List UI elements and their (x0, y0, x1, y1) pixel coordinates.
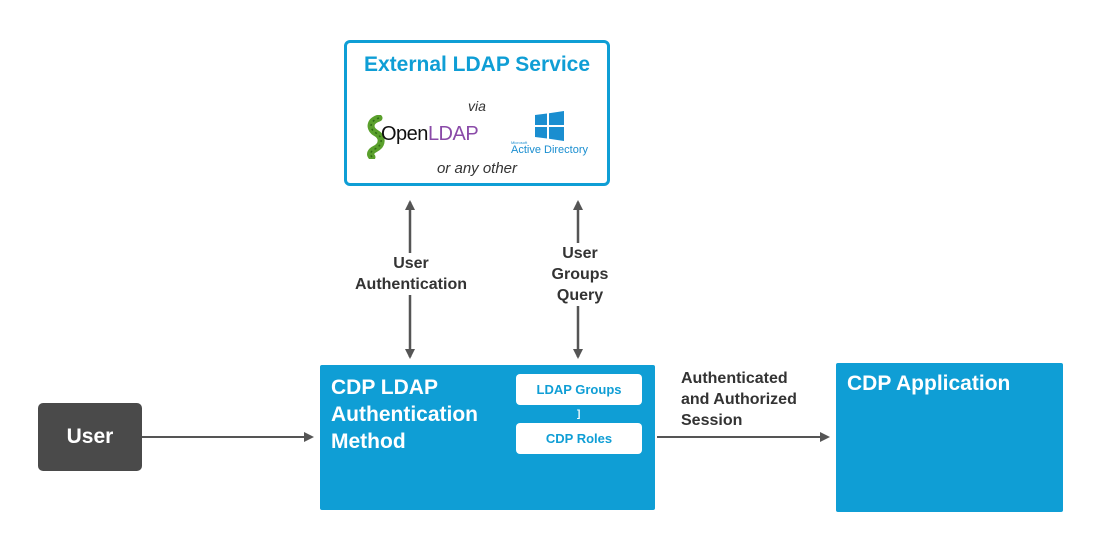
active-directory-vendor-text: Microsoft (511, 140, 528, 145)
session-label: Authenticated and Authorized Session (681, 368, 797, 431)
cdp-application-box: CDP Application (836, 363, 1063, 512)
ldap-groups-pill: LDAP Groups (516, 374, 642, 405)
user-groups-query-label: User Groups Query (538, 243, 622, 306)
active-directory-text: Active Directory (511, 144, 589, 156)
cdp-method-title: CDP LDAP Authentication Method (331, 374, 478, 455)
cdp-method-title-line2: Authentication (331, 403, 478, 426)
cdp-application-title: CDP Application (847, 372, 1011, 395)
ldap-service-title: External LDAP Service (363, 53, 591, 76)
groups-roles-connector: ] (577, 409, 581, 420)
openldap-open-text: Open (381, 123, 428, 145)
user-node: User (38, 403, 142, 471)
session-line1: Authenticated (681, 370, 788, 387)
user-groups-query-line3: Query (556, 287, 604, 304)
user-groups-query-line1: User (562, 245, 598, 262)
openldap-worm-icon (367, 115, 385, 159)
via-label: via (468, 98, 486, 114)
user-authentication-label: User Authentication (338, 253, 484, 295)
windows-icon (535, 111, 564, 141)
openldap-ldap-text: LDAP (427, 123, 479, 145)
any-other-label: or any other (436, 160, 518, 177)
user-groups-query-line2: Groups (551, 266, 609, 283)
cdp-roles-pill: CDP Roles (516, 423, 642, 454)
openldap-logo: OpenLDAP (365, 115, 479, 159)
openldap-wordmark: OpenLDAP (381, 123, 479, 146)
active-directory-logo: Microsoft Active Directory (507, 111, 597, 159)
session-line2: and Authorized (681, 391, 797, 408)
cdp-ldap-auth-method-box: CDP LDAP Authentication Method LDAP Grou… (320, 365, 655, 510)
cdp-method-title-line1: CDP LDAP (331, 376, 438, 399)
external-ldap-service-box: External LDAP Service via OpenLDAP Micro… (344, 40, 610, 186)
user-authentication-line1: User (393, 255, 429, 272)
user-authentication-line2: Authentication (355, 276, 467, 293)
cdp-method-title-line3: Method (331, 430, 406, 453)
session-line3: Session (681, 412, 743, 429)
